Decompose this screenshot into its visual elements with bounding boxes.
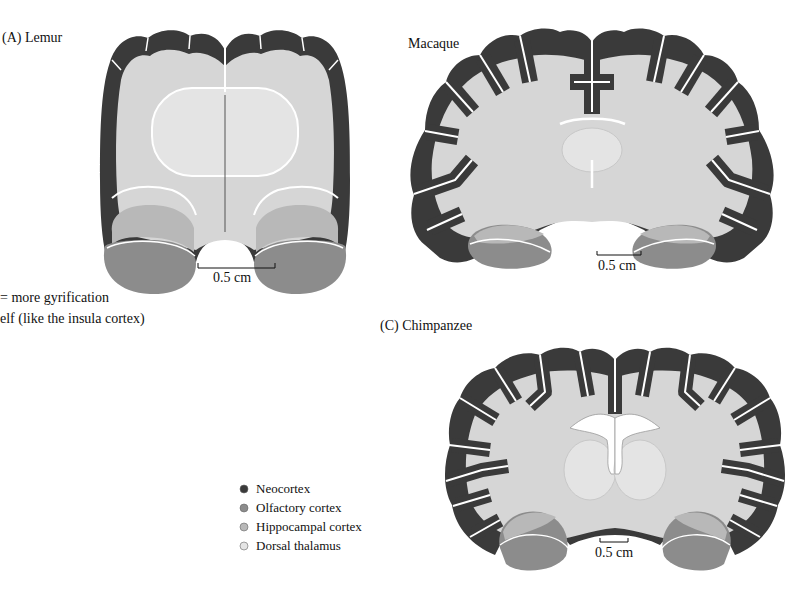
- legend-swatch: [240, 504, 248, 512]
- legend-text: Hippocampal cortex: [256, 519, 362, 534]
- section-label: elf (like the insula cortex): [0, 311, 145, 327]
- brain-shape: [614, 348, 785, 571]
- brain-shape: [560, 119, 625, 124]
- lemur-section: [100, 30, 350, 294]
- scale-label: 0.5 cm: [595, 545, 633, 561]
- legend-text: Dorsal thalamus: [256, 538, 341, 553]
- brain-shape: [225, 95, 226, 232]
- legend-swatch: [240, 542, 248, 550]
- legend-text: Neocortex: [256, 481, 310, 496]
- scale-label: 0.5 cm: [598, 258, 636, 274]
- brain-shape: [198, 263, 275, 268]
- brain-shape: [600, 538, 628, 542]
- brain-shape: [224, 46, 226, 92]
- section-label: (C) Chimpanzee: [380, 318, 472, 334]
- macaque-section: [410, 29, 773, 269]
- brain-shape: [445, 348, 616, 571]
- legend-swatch: [240, 523, 248, 531]
- chimpanzee-section: [445, 348, 785, 571]
- brain-shape: [591, 160, 594, 188]
- brain-shape: [597, 251, 641, 255]
- legend-text: Olfactory cortex: [256, 500, 342, 515]
- scale-bars: [198, 251, 641, 542]
- brain-shape: [614, 358, 616, 412]
- legend-swatch: [240, 485, 248, 493]
- section-label: (A) Lemur: [2, 30, 62, 46]
- section-label: Macaque: [408, 36, 459, 52]
- section-label: = more gyrification: [0, 290, 109, 306]
- scale-label: 0.5 cm: [213, 270, 251, 286]
- brain-shape: [574, 40, 610, 112]
